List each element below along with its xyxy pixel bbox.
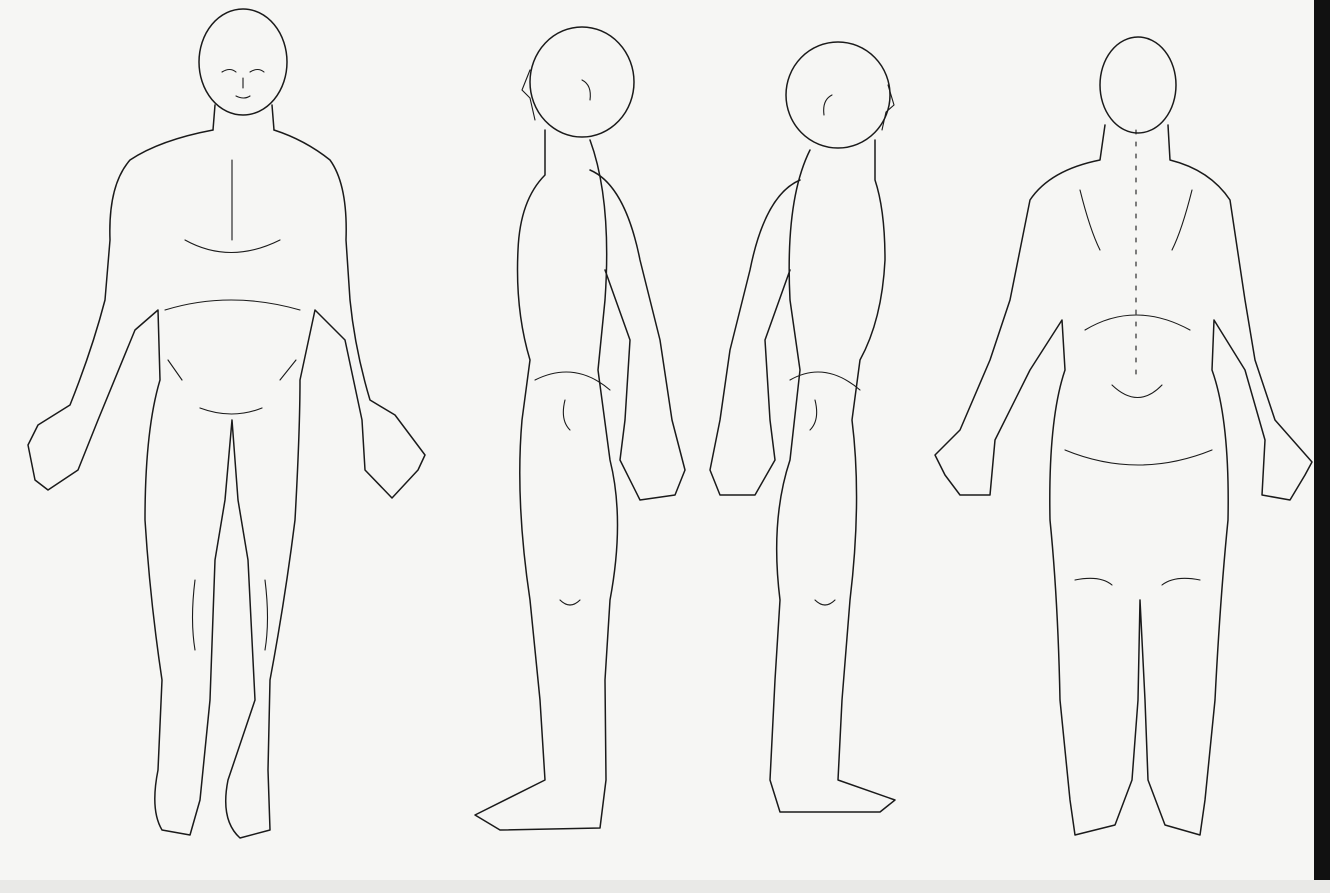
front-knees [193, 580, 268, 650]
side2-head [786, 42, 890, 148]
figure-right-side-view [475, 27, 685, 830]
side2-details [790, 372, 860, 605]
side2-face [824, 85, 894, 130]
front-torso-outline [28, 130, 425, 838]
front-torso-details [165, 160, 300, 414]
side1-head [530, 27, 634, 137]
back-head [1100, 37, 1176, 133]
side1-arm-outline [590, 170, 685, 500]
back-knee-creases [1075, 578, 1200, 585]
side1-face [522, 70, 590, 120]
side1-body-outline [475, 130, 618, 830]
figure-front-view [28, 9, 425, 838]
side1-details [535, 372, 610, 605]
side2-arm-outline [710, 180, 800, 495]
figure-back-view [935, 37, 1312, 835]
figure-left-side-view [710, 42, 895, 812]
side2-body-outline [770, 140, 895, 812]
front-head [199, 9, 287, 115]
front-face [222, 70, 264, 99]
back-body-outline [935, 125, 1312, 835]
back-muscle-details [1065, 190, 1212, 465]
